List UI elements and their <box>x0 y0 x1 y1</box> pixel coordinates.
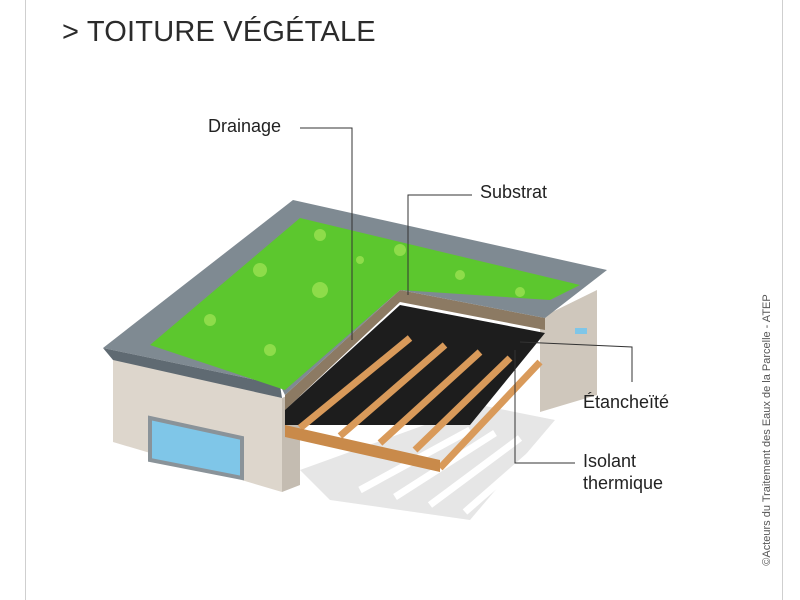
drainage-leader <box>300 127 353 340</box>
left-border-line <box>25 0 26 600</box>
drain-spout <box>575 328 587 334</box>
label-isolant: Isolant thermique <box>583 450 663 494</box>
etancheite-leader <box>519 341 633 382</box>
isolant-leader <box>514 350 575 464</box>
right-wall <box>540 290 597 412</box>
garage-door <box>148 415 244 481</box>
label-isolant-line2: thermique <box>583 473 664 493</box>
label-etancheite: Étancheïté <box>583 392 670 412</box>
plants <box>204 229 525 356</box>
wood-joists <box>297 335 543 471</box>
vegetation-layer <box>150 218 580 390</box>
leader-lines <box>300 127 633 464</box>
label-isolant-line1: Isolant <box>583 451 637 471</box>
substrat-leader <box>407 194 472 295</box>
page-title: > TOITURE VÉGÉTALE <box>62 16 376 48</box>
label-substrat: Substrat <box>480 182 548 202</box>
parapet-front <box>103 348 282 398</box>
wood-beam <box>285 425 440 472</box>
substrate-layer <box>285 290 545 410</box>
waterproofing-membrane <box>285 305 545 425</box>
copyright-credit: ©Acteurs du Traitement des Eaux de la Pa… <box>761 294 773 566</box>
right-border-line <box>782 0 783 600</box>
label-drainage: Drainage <box>208 116 282 136</box>
